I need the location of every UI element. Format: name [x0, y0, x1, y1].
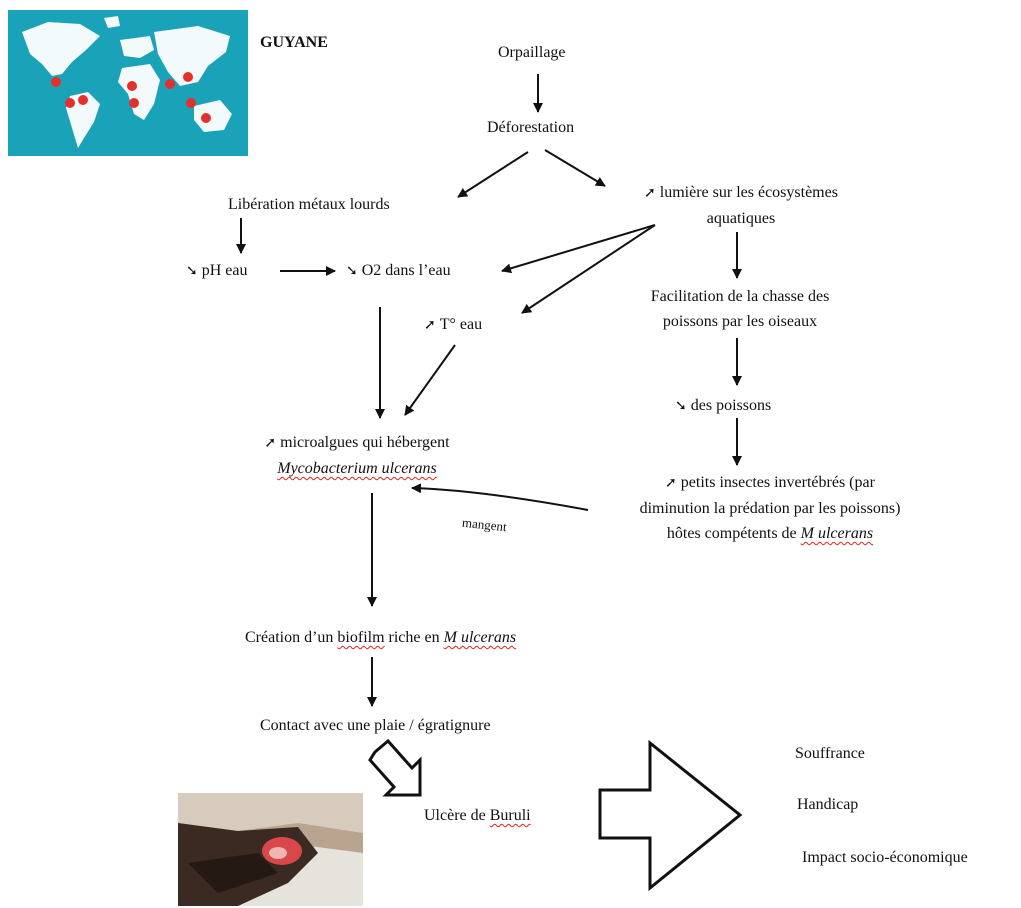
- biofilm-part-d: M ulcerans: [443, 629, 517, 646]
- biofilm-part-a: Création d’un: [245, 629, 338, 646]
- edge-lumiere-o2: [501, 224, 656, 274]
- edge-deforestation-liberation: [457, 151, 529, 198]
- down-arrow-icon: ➘: [346, 263, 358, 279]
- wound-photo: [178, 793, 363, 906]
- node-insectes: ➚petits insectes invertébrés (par diminu…: [590, 470, 950, 546]
- node-lumiere: ➚lumière sur les écosystèmes aquatiques: [611, 180, 871, 231]
- edge-insectes-microalgues: [411, 483, 589, 511]
- insectes-line-2: diminution la prédation par les poissons…: [639, 500, 901, 517]
- insectes-line-1: petits insectes invertébrés (par: [680, 474, 875, 491]
- node-ulcere: Ulcère de Buruli: [424, 803, 531, 828]
- ulcere-part-a: Ulcère de: [424, 807, 490, 824]
- chasse-line-1: Facilitation de la chasse des: [650, 288, 830, 305]
- up-arrow-icon: ➚: [424, 317, 436, 333]
- ulcere-part-b: Buruli: [489, 807, 531, 824]
- down-arrow-icon: ➘: [675, 398, 687, 414]
- edge-lumiere-temp: [521, 224, 656, 314]
- node-souffrance: Souffrance: [795, 745, 865, 762]
- insectes-line-3a: hôtes compétents de: [666, 525, 801, 542]
- o2-label: O2 dans l’eau: [361, 262, 451, 279]
- node-orpaillage: Orpaillage: [498, 44, 566, 61]
- node-chasse: Facilitation de la chasse des poissons p…: [610, 284, 870, 334]
- node-biofilm: Création d’un biofilm riche en M ulceran…: [245, 625, 516, 650]
- hollow-arrow-large: [598, 739, 743, 892]
- up-arrow-icon: ➚: [644, 185, 656, 201]
- node-ph: ➘pH eau: [186, 258, 248, 284]
- node-deforestation: Déforestation: [487, 119, 575, 136]
- down-arrow-icon: ➘: [186, 263, 198, 279]
- microalgues-line-2: Mycobacterium ulcerans: [277, 460, 437, 477]
- node-liberation: Libération métaux lourds: [228, 196, 390, 213]
- edge-label-mangent: mangent: [461, 514, 508, 535]
- node-contact: Contact avec une plaie / égratignure: [260, 717, 491, 734]
- microalgues-line-1: microalgues qui hébergent: [280, 434, 450, 451]
- node-poissons: ➘des poissons: [675, 393, 771, 419]
- lumiere-line-2: aquatiques: [706, 210, 776, 227]
- chasse-line-2: poissons par les oiseaux: [662, 313, 818, 330]
- biofilm-part-c: riche en: [384, 629, 444, 646]
- node-handicap: Handicap: [797, 796, 859, 813]
- hollow-arrow-small: [368, 738, 422, 797]
- up-arrow-icon: ➚: [665, 475, 677, 491]
- up-arrow-icon: ➚: [264, 435, 277, 451]
- node-temp: ➚T° eau: [424, 312, 482, 338]
- world-map: [8, 10, 248, 156]
- edge-temp-microalgues: [404, 344, 456, 416]
- node-microalgues: ➚microalgues qui hébergent Mycobacterium…: [222, 430, 492, 481]
- node-o2: ➘O2 dans l’eau: [346, 258, 451, 284]
- ph-label: pH eau: [201, 262, 248, 279]
- region-title: GUYANE: [260, 34, 328, 51]
- biofilm-part-b: biofilm: [337, 629, 385, 646]
- temp-label: T° eau: [439, 316, 483, 333]
- node-impact: Impact socio-économique: [802, 849, 968, 866]
- edge-deforestation-lumiere: [544, 149, 606, 187]
- lumiere-line-1: lumière sur les écosystèmes: [659, 184, 838, 201]
- poissons-label: des poissons: [690, 397, 772, 414]
- insectes-line-3b: M ulcerans: [800, 525, 874, 542]
